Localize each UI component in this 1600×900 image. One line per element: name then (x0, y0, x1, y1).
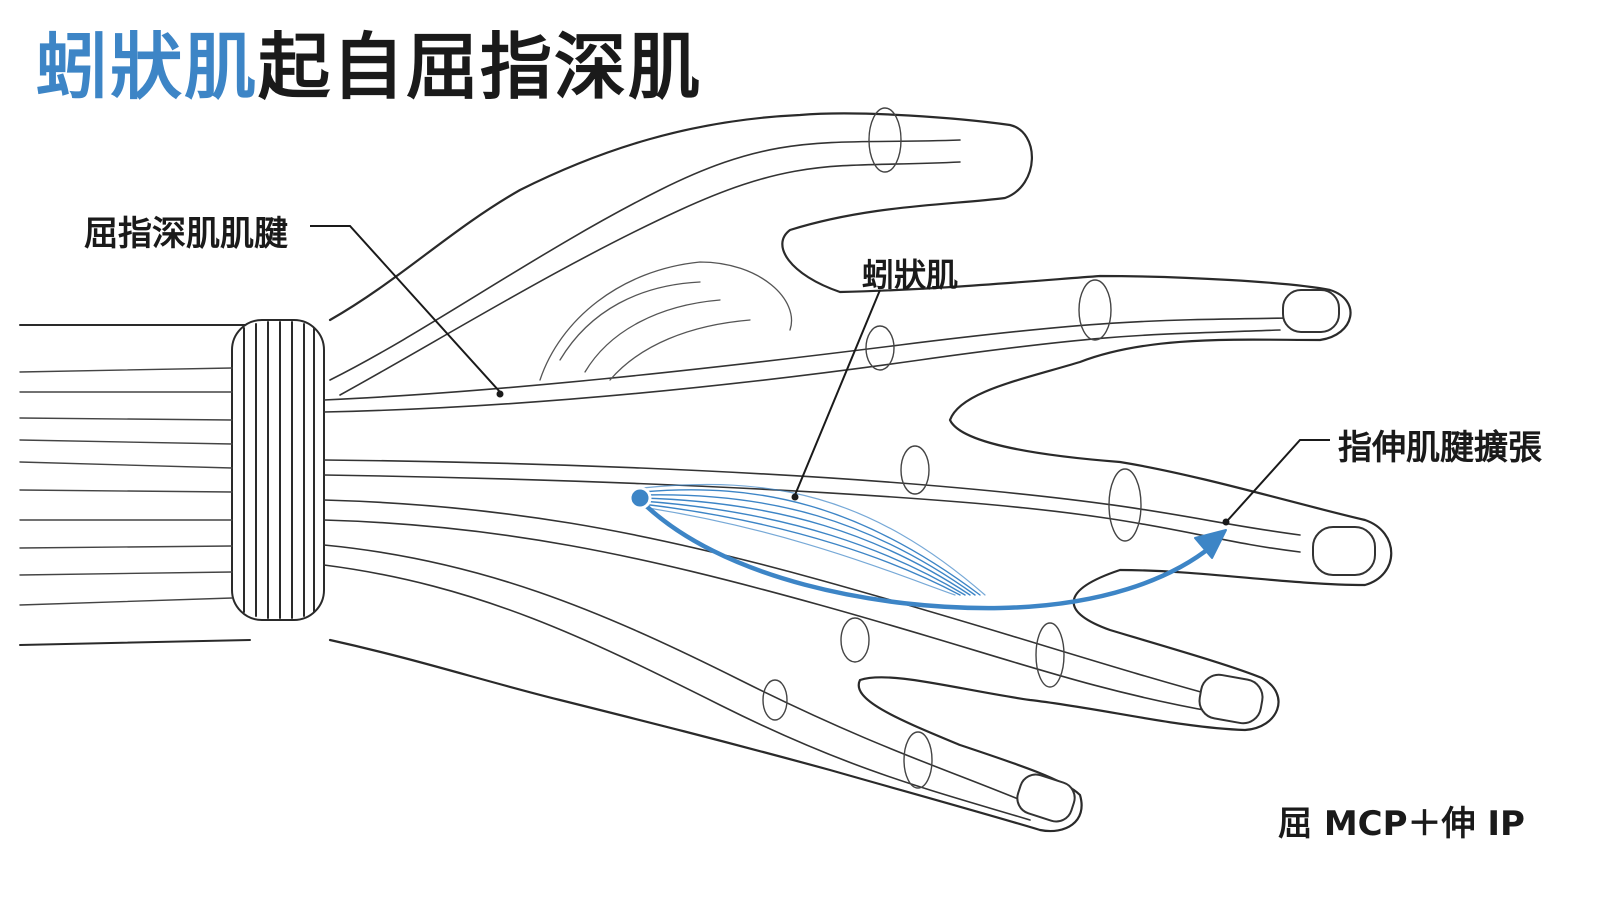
finger-nails (1016, 289, 1376, 823)
leader-lines (310, 225, 1330, 521)
lumbrical-muscle (641, 483, 986, 596)
hand-outline (328, 112, 1393, 833)
fdp-tendons (323, 139, 1301, 821)
retinaculum (231, 319, 325, 621)
leader-dots (496, 390, 1230, 526)
forearm-tendons (19, 367, 233, 606)
finger-bones (762, 107, 1142, 789)
origin-marker (628, 486, 652, 510)
action-arrow (637, 497, 1227, 611)
label-action: 屈 MCP＋伸 IP (1278, 804, 1525, 844)
label-fdp-tendon: 屈指深肌肌腱 (84, 214, 288, 254)
page-title: 蚓狀肌起自屈指深肌 (36, 25, 703, 109)
title-highlight: 蚓狀肌 (36, 25, 259, 109)
label-extensor-expansion: 指伸肌腱擴張 (1338, 428, 1542, 468)
label-lumbrical: 蚓狀肌 (862, 256, 959, 294)
thenar-muscles (539, 261, 793, 381)
title-rest: 起自屈指深肌 (258, 25, 703, 109)
